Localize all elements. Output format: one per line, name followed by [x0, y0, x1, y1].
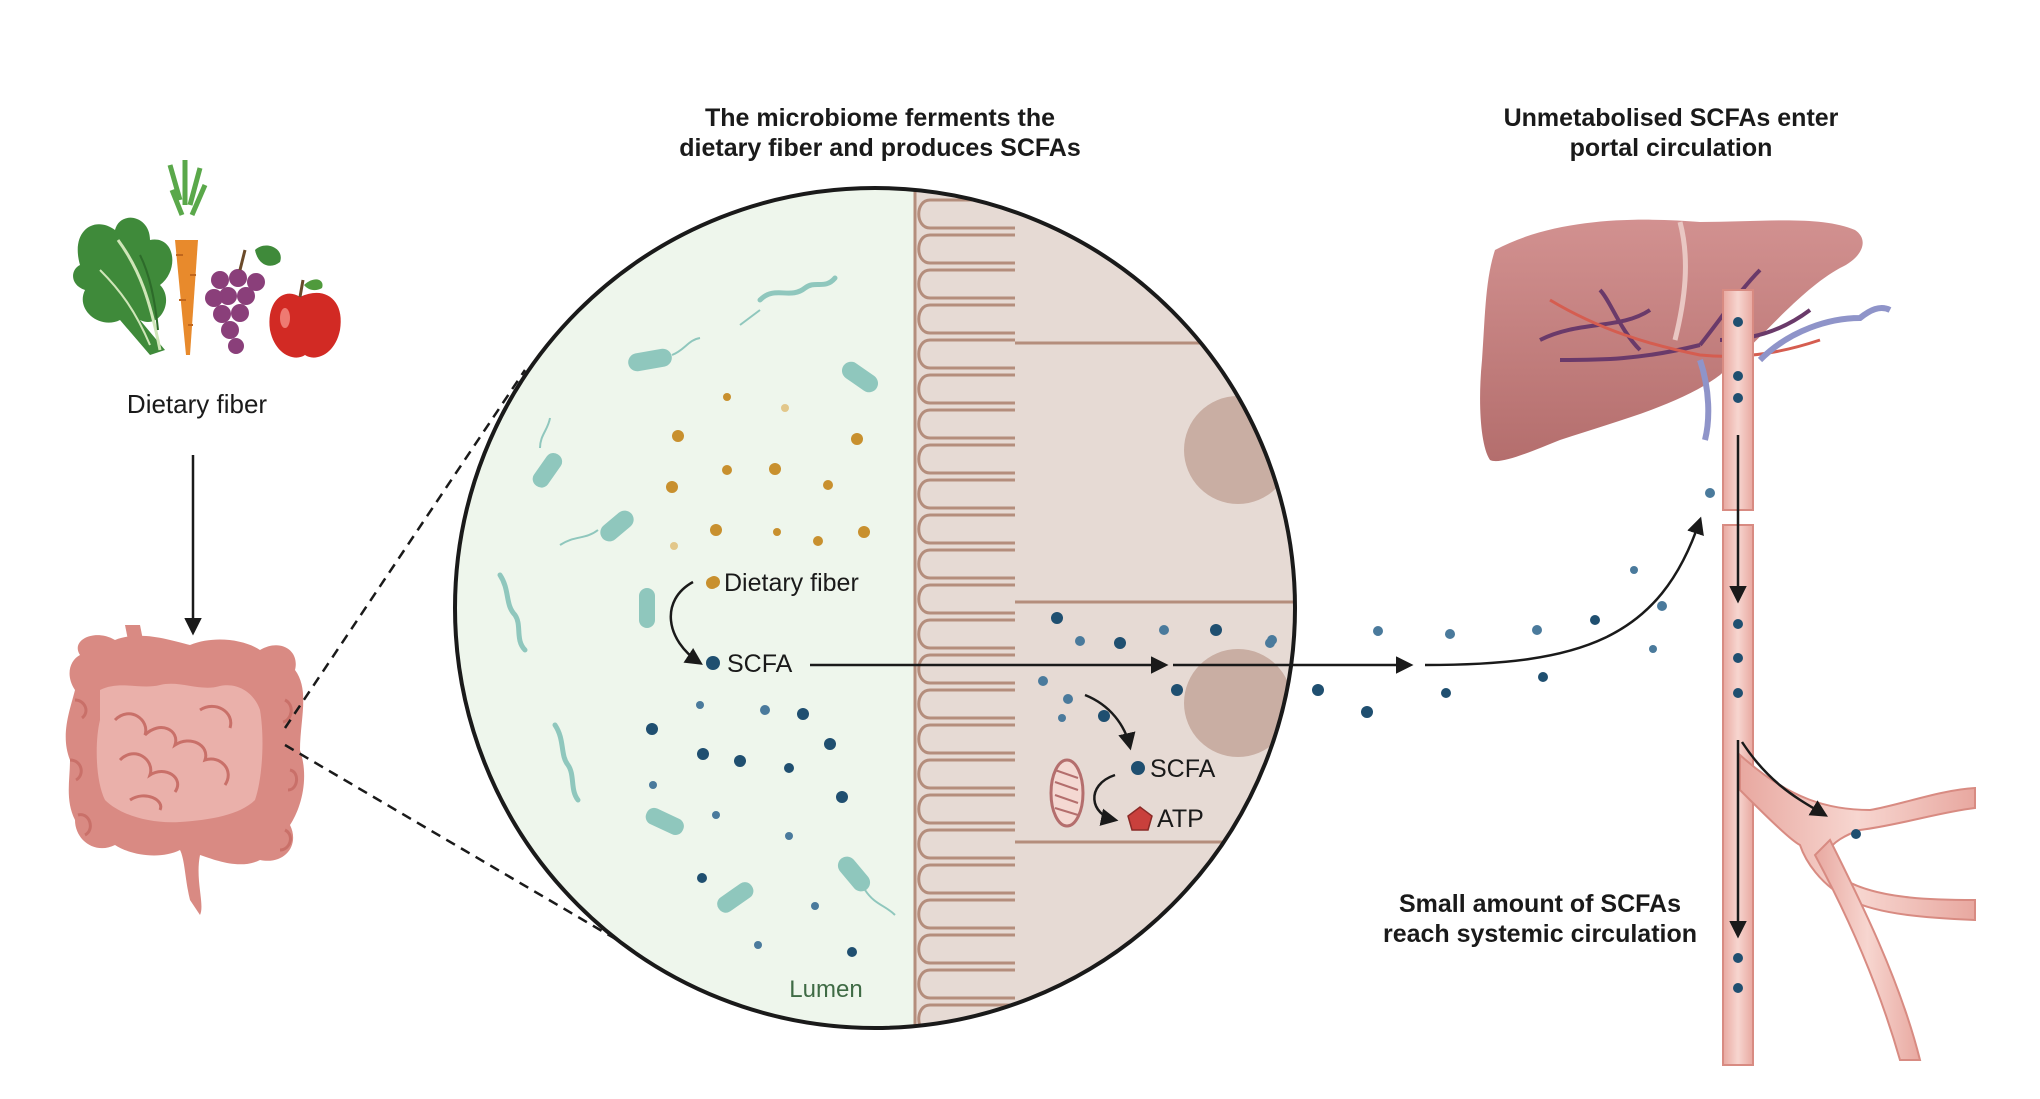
nucleus-bottom — [1184, 649, 1292, 757]
fiber-label: Dietary fiber — [724, 569, 859, 597]
liver-icon — [1480, 219, 1892, 462]
scfa-particles-tissue — [1038, 612, 1277, 722]
lumen-label: Lumen — [789, 976, 862, 1003]
scfa-label: SCFA — [727, 650, 793, 678]
scfa-particles-portal — [1733, 317, 1861, 993]
portal-entry-arrow — [1424, 516, 1704, 667]
scfa-to-cell-arrow — [1084, 693, 1136, 751]
branch-arrow — [1740, 741, 1829, 817]
food-label: Dietary fiber — [127, 389, 267, 419]
intestine-icon — [65, 625, 305, 915]
atp-pentagon-icon — [1127, 806, 1153, 831]
atp-label: ATP — [1157, 805, 1204, 833]
bacteria — [497, 275, 896, 916]
portal-vein — [1722, 289, 1976, 1066]
villi — [917, 198, 1015, 1028]
zoom-circle-outline — [453, 186, 1297, 1030]
scfa-to-atp-arrow — [1093, 773, 1119, 826]
systemic-title-line1: Small amount of SCFAs — [1399, 890, 1681, 918]
vegetables-icon — [73, 160, 341, 358]
scfa-particles-transit — [1265, 488, 1715, 718]
zoom-title-line1: The microbiome ferments the — [705, 104, 1055, 132]
zoom-title-line2: dietary fiber and produces SCFAs — [679, 134, 1081, 162]
systemic-title-line2: reach systemic circulation — [1383, 920, 1697, 948]
portal-title-line2: portal circulation — [1570, 134, 1773, 162]
zoom-line-top — [283, 369, 527, 729]
zoom-circle — [455, 188, 1295, 1028]
fermentation-arrow — [669, 580, 703, 665]
zoom-line-bottom — [284, 743, 666, 970]
portal-title-line1: Unmetabolised SCFAs enter — [1504, 104, 1839, 132]
mitochondrion-icon — [1049, 758, 1085, 828]
scfa-dot-legend — [706, 656, 720, 670]
cell-scfa-dot — [1131, 761, 1145, 775]
fiber-dot-legend — [706, 577, 718, 589]
cell-scfa-label: SCFA — [1150, 755, 1216, 783]
